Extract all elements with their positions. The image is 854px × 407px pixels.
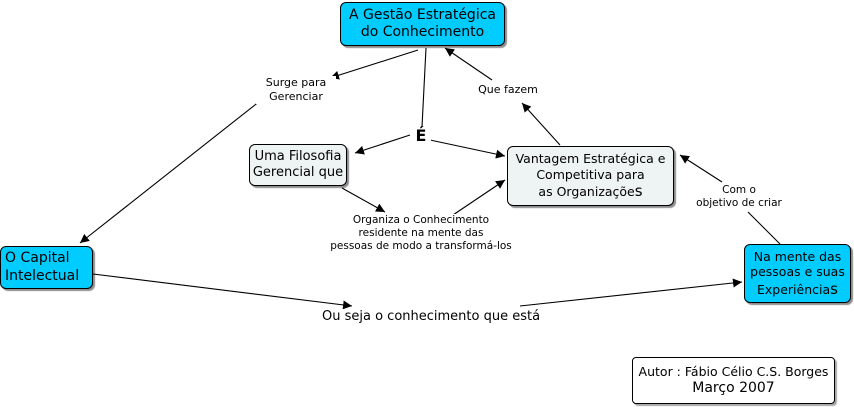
node-mente-line-2: pessoas e suas [750,264,845,280]
node-vantagem-line-3-main: as Organizaçõe [538,184,635,200]
node-capital-line-2: Intelectual [5,267,80,284]
surge-line-1: Surge para [265,76,327,89]
edge-gestao-to-surge [329,49,419,80]
objetivo-line-1: Com o [722,184,756,196]
edge-mente-to-objetivo [747,211,781,245]
node-gestao-estrategica[interactable]: A Gestão Estratégica do Conhecimento [340,2,505,46]
link-label-ou-seja: Ou seja o conhecimento que está [322,309,541,326]
node-mente-line-3: Experiências [757,280,838,299]
node-vantagem-line-3: as Organizações [538,182,642,201]
edge-objetivo-to-vantagem [679,154,723,183]
objetivo-line-2: objetivo de criar [696,197,782,210]
edge-organiza-to-vantagem [449,179,506,218]
link-label-surge-para-gerenciar: Surge para Gerenciar [256,76,336,104]
node-vantagem-estrategica[interactable]: Vantagem Estratégica e Competitiva para … [507,146,674,206]
autor-name: Autor : Fábio Célio C.S. Borges [638,363,829,379]
node-vantagem-line-2: Competitiva para [536,166,645,182]
node-gestao-line-2: do Conhecimento [360,24,485,40]
node-capital-line-1: O Capital [5,250,70,266]
node-filosofia-gerencial[interactable]: Uma Filosofia Gerencial que [249,144,347,186]
link-label-e: É [411,126,431,146]
node-gestao-line-1: A Gestão Estratégica [349,6,496,23]
node-capital-intelectual[interactable]: O Capital Intelectual [0,246,93,289]
edge-vantagem-to-quefazem [521,102,561,146]
edge-filosofia-to-organiza [341,187,386,213]
que-fazem-text: Que fazem [478,83,538,96]
ou-seja-text: Ou seja o conhecimento que está [322,309,541,324]
node-mente-das-pessoas[interactable]: Na mente das pessoas e suas Experiências [744,244,851,303]
autor-date: Março 2007 [692,379,775,396]
e-text: É [415,126,427,145]
edge-capital-to-ouseja [92,273,353,310]
surge-line-2: Gerenciar [269,89,323,103]
edge-e-to-vantagem [429,139,506,159]
edge-e-to-filosofia [354,134,411,155]
node-autor: Autor : Fábio Célio C.S. Borges Março 20… [632,357,835,404]
node-vantagem-line-1: Vantagem Estratégica e [515,151,666,166]
organiza-line-1: Organiza o Conhecimento [352,214,490,226]
organiza-line-2: residente na mente das [358,227,484,240]
node-mente-line-1: Na mente das [753,248,842,264]
link-label-com-objetivo: Com o objetivo de criar [690,184,788,211]
organiza-line-3: pessoas de modo a transformá-los [330,240,512,253]
node-mente-line-3-tail: s [830,279,838,298]
edge-gestao-to-e [421,47,427,128]
node-vantagem-line-3-tail: s [634,182,643,201]
edge-ouseja-to-mente [519,278,743,307]
edge-quefazem-to-gestao [444,47,493,81]
edge-surge-to-capital [79,96,266,244]
node-filosofia-line-2: Gerencial que [252,165,344,180]
node-mente-line-3-main: Experiência [757,281,831,297]
node-filosofia-line-1: Uma Filosofia [254,148,342,164]
link-label-organiza: Organiza o Conhecimento residente na men… [325,214,517,254]
link-label-que-fazem: Que fazem [474,83,542,97]
